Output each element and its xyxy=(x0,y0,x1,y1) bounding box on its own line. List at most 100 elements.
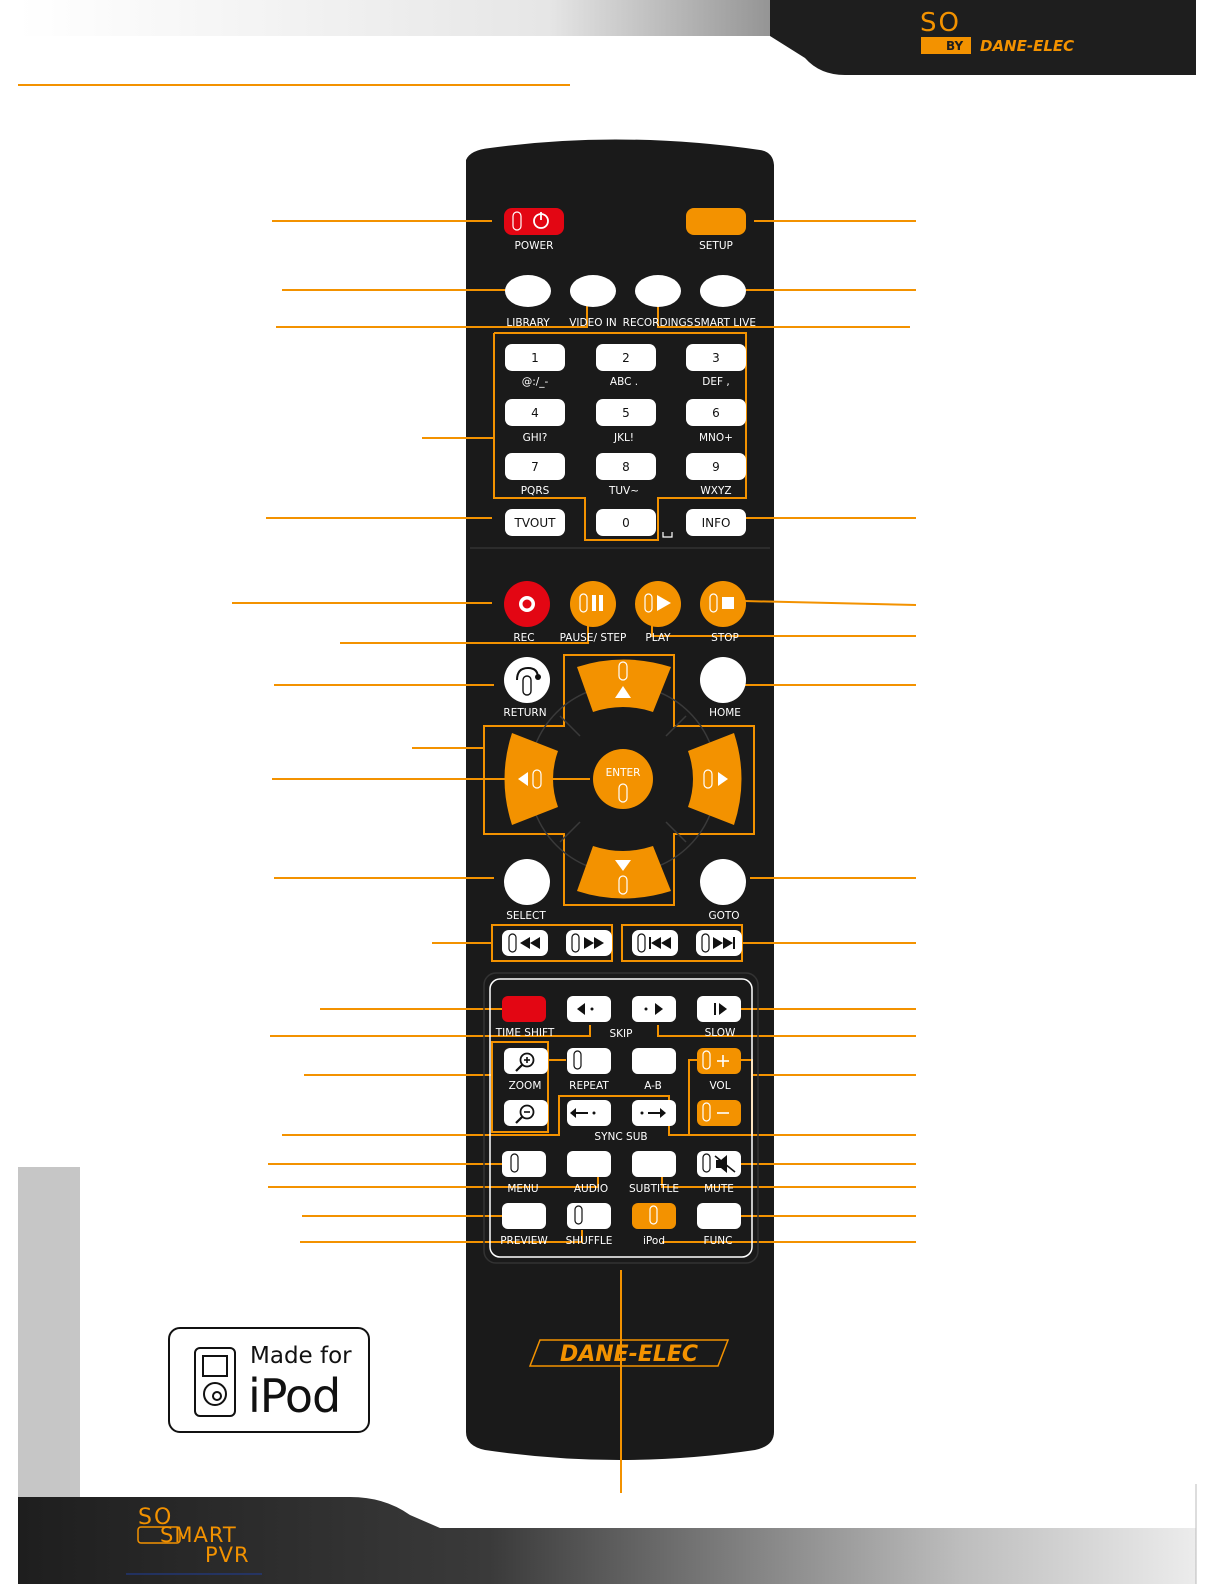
nav-left-button[interactable] xyxy=(504,733,559,825)
return-button[interactable] xyxy=(504,657,550,703)
zoom-label: ZOOM xyxy=(509,1080,542,1092)
numeric-keypad: 1 @:/_- 2 ABC . 3 DEF , 4 GHI? 5 JKL! 6 … xyxy=(505,344,746,497)
key-7[interactable] xyxy=(505,453,565,480)
fast-forward-button[interactable] xyxy=(566,930,612,956)
preview-label: PREVIEW xyxy=(500,1235,548,1247)
skip-label: SKIP xyxy=(610,1028,633,1040)
zoom-out-button[interactable] xyxy=(504,1100,548,1126)
setup-label: SETUP xyxy=(699,240,733,252)
ipod-button[interactable] xyxy=(632,1203,676,1229)
subtitle-label: SUBTITLE xyxy=(629,1183,679,1195)
recordings-button[interactable] xyxy=(635,275,681,307)
nav-down-button[interactable] xyxy=(577,846,671,899)
smart-live-button[interactable] xyxy=(700,275,746,307)
key-4[interactable] xyxy=(505,399,565,426)
key-9[interactable] xyxy=(686,453,746,480)
audio-label: AUDIO xyxy=(574,1183,608,1195)
play-label: PLAY xyxy=(645,632,671,644)
recordings-label: RECORDINGS xyxy=(623,317,694,329)
home-button[interactable] xyxy=(700,657,746,703)
sync-sub-label: SYNC SUB xyxy=(594,1131,647,1143)
svg-text:PQRS: PQRS xyxy=(521,485,550,497)
info-button[interactable] xyxy=(686,509,746,536)
func-label: FUNC xyxy=(704,1235,733,1247)
volume-down-button[interactable] xyxy=(697,1100,741,1126)
pause-step-label: PAUSE/ STEP xyxy=(560,632,627,644)
smart-live-label: SMART LIVE xyxy=(694,317,756,329)
shuffle-button[interactable] xyxy=(567,1203,611,1229)
nav-up-button[interactable] xyxy=(577,659,671,713)
zoom-in-button[interactable] xyxy=(504,1048,548,1074)
pause-step-button[interactable] xyxy=(570,581,616,627)
skip-forward-button[interactable] xyxy=(632,996,676,1022)
slow-button[interactable] xyxy=(697,996,741,1022)
tvout-button[interactable] xyxy=(505,509,565,536)
key-3[interactable] xyxy=(686,344,746,371)
key-1[interactable] xyxy=(505,344,565,371)
rec-button[interactable] xyxy=(504,581,550,627)
play-button[interactable] xyxy=(635,581,681,627)
svg-text:2: 2 xyxy=(622,351,630,365)
svg-text:4: 4 xyxy=(531,406,539,420)
a-b-label: A-B xyxy=(644,1080,662,1092)
skip-back-button[interactable] xyxy=(567,996,611,1022)
setup-button[interactable] xyxy=(686,208,746,235)
key-0[interactable] xyxy=(596,509,656,536)
rewind-button[interactable] xyxy=(502,930,548,956)
key-6[interactable] xyxy=(686,399,746,426)
key-8[interactable] xyxy=(596,453,656,480)
svg-text:SMART: SMART xyxy=(160,1523,237,1547)
subtitle-button[interactable] xyxy=(632,1151,676,1177)
vol-label: VOL xyxy=(709,1080,730,1092)
svg-text:DANE-ELEC: DANE-ELEC xyxy=(980,37,1074,55)
svg-text:DEF ,: DEF , xyxy=(702,376,729,388)
lower-panel-frame xyxy=(483,972,759,1264)
svg-text:5: 5 xyxy=(622,406,630,420)
a-b-button[interactable] xyxy=(632,1048,676,1074)
nav-right-button[interactable] xyxy=(688,733,742,825)
enter-button[interactable] xyxy=(593,749,653,809)
home-label: HOME xyxy=(709,707,741,719)
mute-button[interactable] xyxy=(697,1151,741,1177)
video-in-button[interactable] xyxy=(570,275,616,307)
sync-sub-forward-button[interactable] xyxy=(632,1100,676,1126)
volume-up-button[interactable] xyxy=(697,1048,741,1074)
svg-text:GHI?: GHI? xyxy=(523,432,548,444)
sync-sub-back-button[interactable] xyxy=(567,1100,611,1126)
info-label: INFO xyxy=(702,516,731,530)
goto-button[interactable] xyxy=(700,859,746,905)
goto-label: GOTO xyxy=(708,910,739,922)
svg-text:7: 7 xyxy=(531,460,539,474)
previous-button[interactable] xyxy=(632,930,678,956)
key-2[interactable] xyxy=(596,344,656,371)
power-button[interactable] xyxy=(504,208,564,235)
svg-text:SO: SO xyxy=(138,1505,173,1530)
badge-line-2: iPod xyxy=(248,1369,341,1423)
key-0-label: 0 xyxy=(622,516,630,530)
svg-text:3: 3 xyxy=(712,351,720,365)
preview-button[interactable] xyxy=(502,1203,546,1229)
svg-text:MNO+: MNO+ xyxy=(699,432,733,444)
library-label: LIBRARY xyxy=(506,317,550,329)
repeat-button[interactable] xyxy=(567,1048,611,1074)
audio-button[interactable] xyxy=(567,1151,611,1177)
stop-button[interactable] xyxy=(700,581,746,627)
tvout-label: TVOUT xyxy=(514,516,557,530)
time-shift-button[interactable] xyxy=(502,996,546,1022)
footer-logo: SO SMART PVR xyxy=(126,1505,262,1575)
key-5[interactable] xyxy=(596,399,656,426)
next-button[interactable] xyxy=(696,930,742,956)
footer-band xyxy=(18,1484,1197,1584)
select-label: SELECT xyxy=(506,910,546,922)
side-tab xyxy=(18,1167,80,1497)
func-button[interactable] xyxy=(697,1203,741,1229)
video-in-label: VIDEO IN xyxy=(569,317,617,329)
ipod-label: iPod xyxy=(643,1235,665,1247)
rec-label: REC xyxy=(513,632,534,644)
select-button[interactable] xyxy=(504,859,550,905)
made-for-ipod-badge: Made for iPod xyxy=(168,1327,370,1433)
time-shift-label: TIME SHIFT xyxy=(495,1027,555,1039)
library-button[interactable] xyxy=(505,275,551,307)
menu-button[interactable] xyxy=(502,1151,546,1177)
